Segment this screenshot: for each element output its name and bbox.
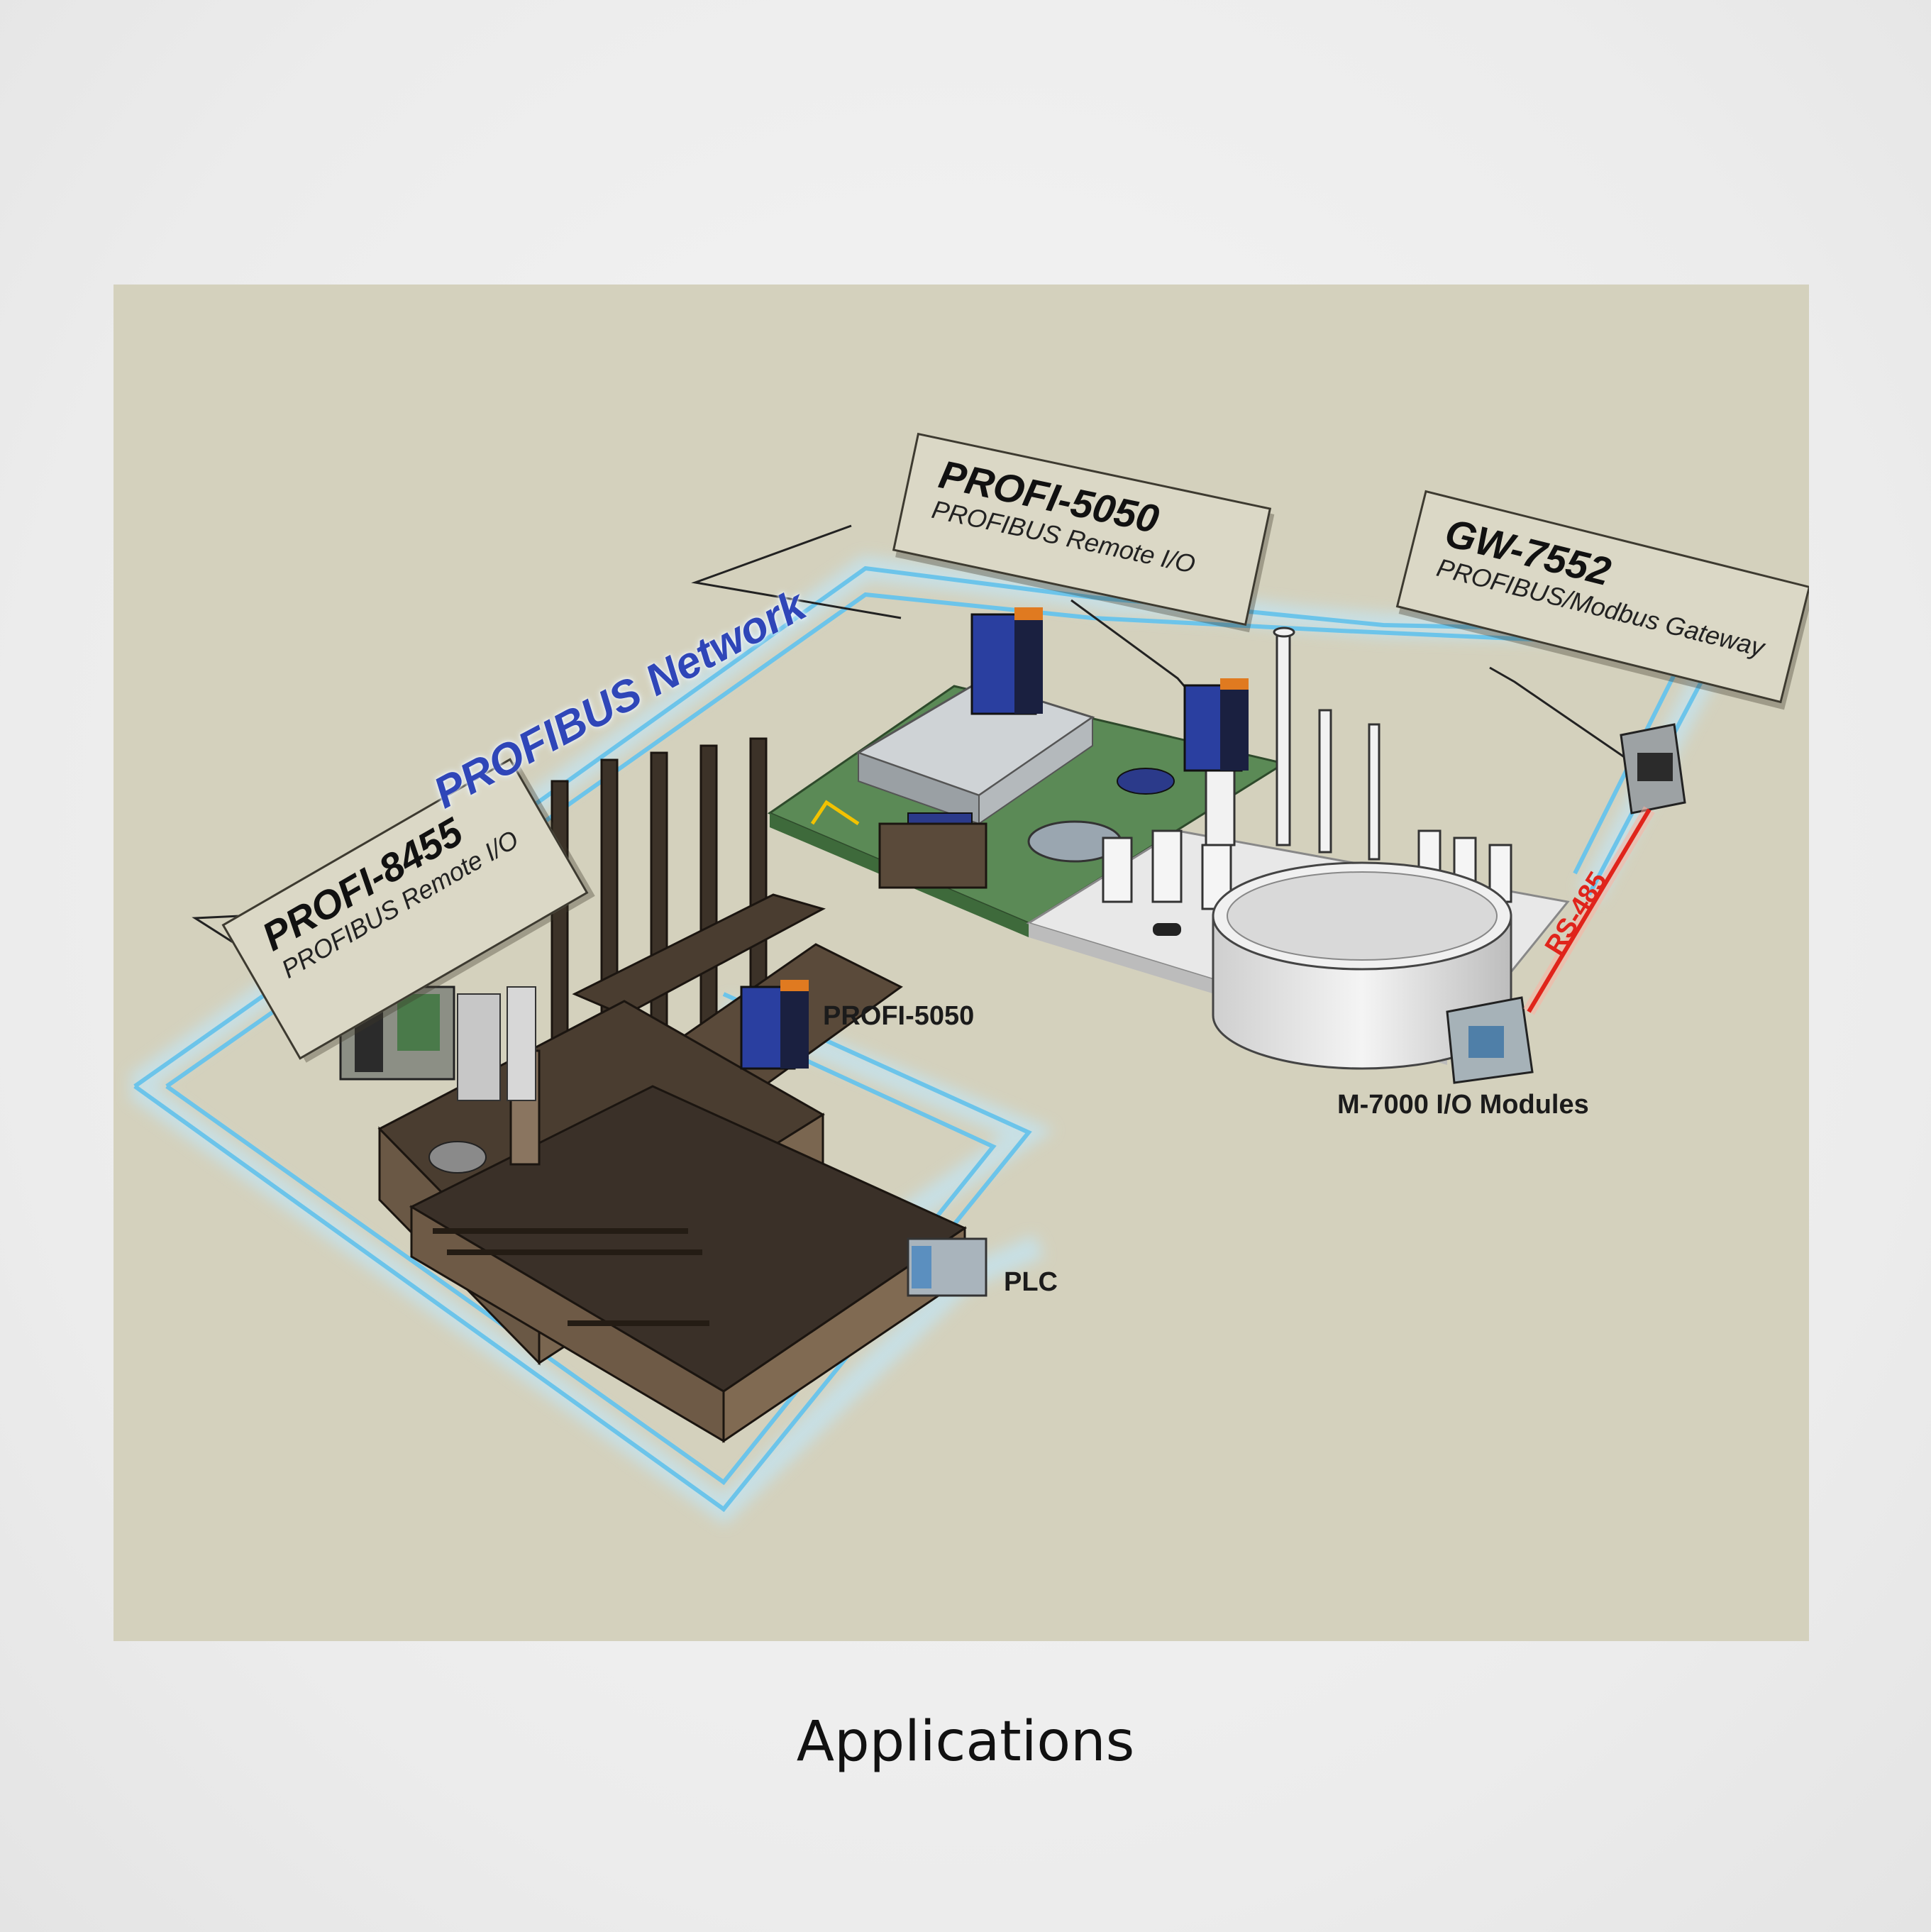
- m-7000-io-module: [1446, 996, 1534, 1084]
- plc-label: PLC: [1004, 1267, 1058, 1297]
- rs-485-line: [1523, 806, 1655, 1015]
- storage-tank: [1212, 861, 1512, 1070]
- diagram-illustration: [128, 524, 1747, 1525]
- profi-8455-device: [339, 986, 536, 1101]
- caption: Applications: [796, 1710, 1135, 1774]
- profi-5050-device: [740, 980, 809, 1070]
- profi-5050-device: [1183, 678, 1249, 772]
- application-diagram: PROFI-8455 PROFIBUS Remote I/O PROFI-505…: [114, 285, 1809, 1641]
- factory-building: [377, 737, 987, 1443]
- profi-5050-device: [970, 607, 1043, 715]
- m-7000-label: M-7000 I/O Modules: [1337, 1090, 1589, 1120]
- gw-7552-gateway: [1620, 723, 1686, 815]
- profi-5050-label: PROFI-5050: [823, 1001, 975, 1031]
- plc-device: [907, 1237, 987, 1297]
